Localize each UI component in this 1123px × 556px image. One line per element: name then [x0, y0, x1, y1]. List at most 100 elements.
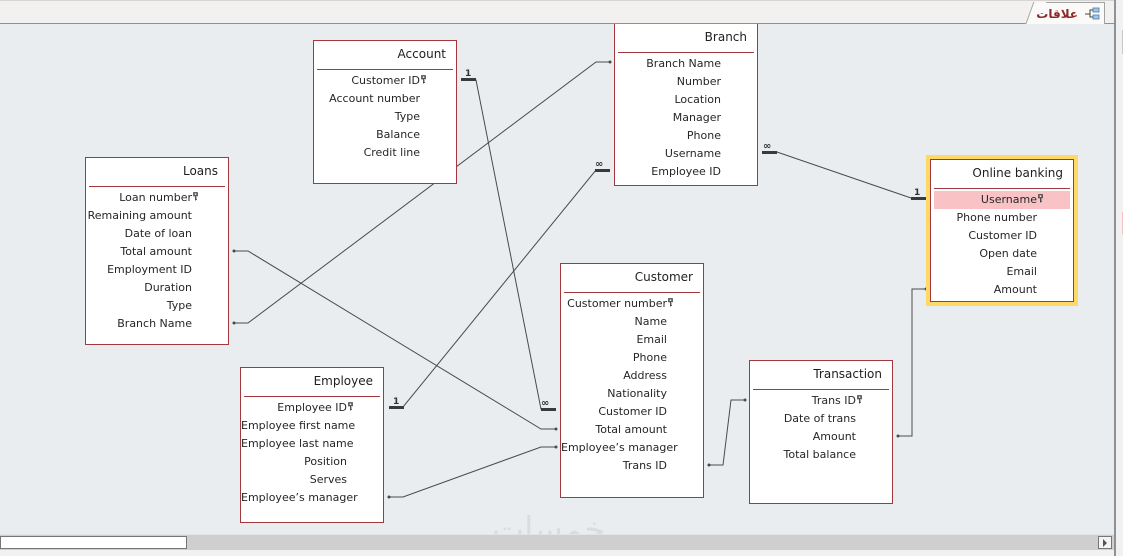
- horizontal-scrollbar[interactable]: [0, 534, 1114, 550]
- table-title[interactable]: Customer: [634, 270, 693, 284]
- field-row[interactable]: Address: [561, 367, 703, 385]
- primary-key-icon: [668, 298, 673, 307]
- field-row[interactable]: Balance: [314, 126, 456, 144]
- field-name: Total balance: [783, 448, 857, 461]
- field-row[interactable]: Loan number: [86, 189, 228, 207]
- cardinality-one-marker: [911, 197, 926, 200]
- primary-key-icon: [348, 402, 353, 411]
- field-name: Customer number: [567, 297, 667, 310]
- field-name: Manager: [672, 111, 721, 124]
- field-row[interactable]: Employee’s manager: [241, 489, 383, 507]
- field-row[interactable]: Customer number: [561, 295, 703, 313]
- field-name: Amount: [812, 430, 856, 443]
- relationship-line: [389, 446, 556, 498]
- cardinality-many-label: ∞: [763, 141, 771, 152]
- field-row[interactable]: Date of loan: [86, 225, 228, 243]
- field-row[interactable]: Name: [561, 313, 703, 331]
- field-row[interactable]: Amount: [931, 281, 1073, 299]
- tab-relationships[interactable]: علاقات: [1033, 2, 1105, 25]
- field-row[interactable]: Email: [931, 263, 1073, 281]
- field-row[interactable]: Employee ID: [241, 399, 383, 417]
- field-row[interactable]: Trans ID: [750, 392, 892, 410]
- field-row[interactable]: Customer ID: [561, 403, 703, 421]
- field-row[interactable]: Employee last name: [241, 435, 383, 453]
- field-name: Total amount: [120, 245, 192, 258]
- field-row[interactable]: Username: [615, 145, 757, 163]
- field-row[interactable]: Type: [314, 108, 456, 126]
- field-row[interactable]: Branch Name: [615, 55, 757, 73]
- field-row[interactable]: Branch Name: [86, 315, 228, 333]
- field-row[interactable]: Number: [615, 73, 757, 91]
- field-row[interactable]: Manager: [615, 109, 757, 127]
- field-name: Location: [674, 93, 721, 106]
- field-row[interactable]: Customer ID: [314, 72, 456, 90]
- field-name: Date of trans: [783, 412, 856, 425]
- field-row[interactable]: Total balance: [750, 446, 892, 464]
- scroll-right-button[interactable]: [1098, 536, 1112, 549]
- title-divider: [244, 396, 380, 397]
- field-row[interactable]: Employee ID: [615, 163, 757, 181]
- field-row[interactable]: Open date: [931, 245, 1073, 263]
- primary-key-icon: [193, 192, 198, 201]
- table-title[interactable]: Branch: [704, 30, 747, 44]
- title-divider: [934, 188, 1070, 189]
- field-name: Serves: [309, 473, 347, 486]
- field-name: Number: [676, 75, 721, 88]
- field-name: Nationality: [607, 387, 667, 400]
- title-divider: [317, 69, 453, 70]
- field-row[interactable]: Employee first name: [241, 417, 383, 435]
- field-name: Phone: [686, 129, 721, 142]
- field-name: Branch Name: [117, 317, 192, 330]
- field-row[interactable]: Date of trans: [750, 410, 892, 428]
- field-row[interactable]: Username: [934, 191, 1070, 209]
- field-row[interactable]: Position: [241, 453, 383, 471]
- table-title[interactable]: Employee: [313, 374, 373, 388]
- field-row[interactable]: Amount: [750, 428, 892, 446]
- field-name: Balance: [376, 128, 420, 141]
- relationship-line: [762, 151, 926, 199]
- cardinality-one-marker: [389, 406, 404, 409]
- field-name: Account number: [329, 92, 420, 105]
- field-row[interactable]: Phone number: [931, 209, 1073, 227]
- field-row[interactable]: Credit line: [314, 144, 456, 162]
- field-row[interactable]: Total amount: [561, 421, 703, 439]
- table-title[interactable]: Transaction: [813, 367, 882, 381]
- field-row[interactable]: Location: [615, 91, 757, 109]
- field-row[interactable]: Employment ID: [86, 261, 228, 279]
- field-row[interactable]: Nationality: [561, 385, 703, 403]
- field-row[interactable]: Phone: [561, 349, 703, 367]
- field-row[interactable]: Total amount: [86, 243, 228, 261]
- table-title[interactable]: Loans: [182, 164, 218, 178]
- field-row[interactable]: Customer ID: [931, 227, 1073, 245]
- field-name: Type: [394, 110, 420, 123]
- primary-key-icon: [1038, 194, 1043, 203]
- field-row[interactable]: Account number: [314, 90, 456, 108]
- field-row[interactable]: Remaining amount: [86, 207, 228, 225]
- table-title[interactable]: Account: [397, 47, 446, 61]
- field-row[interactable]: Duration: [86, 279, 228, 297]
- field-row[interactable]: Email: [561, 331, 703, 349]
- field-name: Employee’s manager: [241, 491, 358, 504]
- field-row[interactable]: Trans ID: [561, 457, 703, 475]
- relationship-line: [234, 61, 610, 324]
- field-name: Address: [623, 369, 667, 382]
- field-name: Open date: [979, 247, 1037, 260]
- field-row[interactable]: Type: [86, 297, 228, 315]
- relationship-line: [461, 79, 556, 410]
- field-name: Username: [980, 193, 1037, 206]
- scrollbar-thumb[interactable]: [0, 536, 187, 549]
- field-row[interactable]: Serves: [241, 471, 383, 489]
- relationship-line: [709, 399, 745, 466]
- tab-relationships-label: علاقات: [1036, 7, 1078, 21]
- field-row[interactable]: Phone: [615, 127, 757, 145]
- table-title[interactable]: Online banking: [972, 166, 1063, 180]
- field-row[interactable]: Employee’s manager: [561, 439, 703, 457]
